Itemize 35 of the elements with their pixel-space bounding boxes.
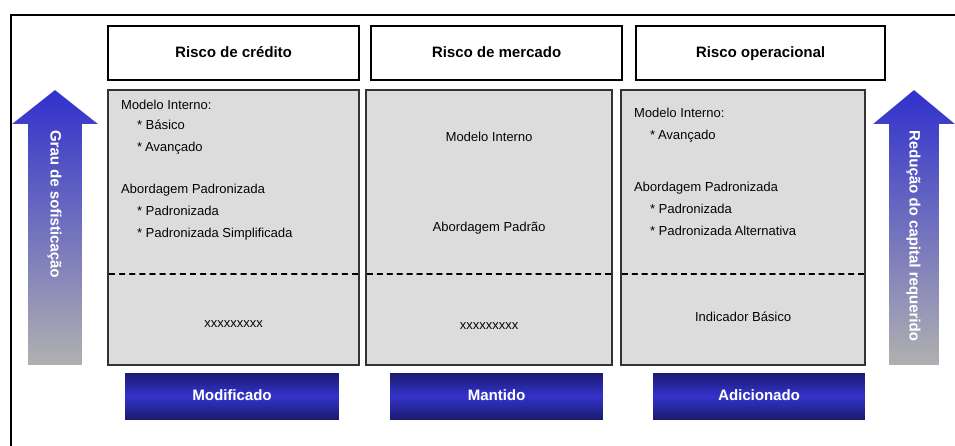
approach-panel <box>365 89 613 366</box>
header-box <box>370 25 623 81</box>
approach-text: Modelo Interno: <box>634 105 724 121</box>
header-text: Risco operacional <box>696 42 826 63</box>
header-text: Risco de crédito <box>175 42 292 63</box>
approach-text: Modelo Interno <box>444 129 534 145</box>
approach-text: * Padronizada Alternativa <box>650 223 796 239</box>
badge-text: Adicionado <box>718 386 800 406</box>
arrow-label: Redução do capital requerido <box>906 130 922 341</box>
approach-text: * Padronizada Simplificada <box>137 225 292 241</box>
approach-panel <box>620 89 866 366</box>
header-box <box>107 25 360 81</box>
approach-text: * Padronizada <box>137 203 219 219</box>
approach-text: * Avançado <box>650 127 716 143</box>
approach-text: xxxxxxxxx <box>203 315 264 331</box>
up-arrow <box>12 90 98 365</box>
approach-panel <box>107 89 360 366</box>
up-arrow <box>873 90 955 365</box>
approach-text: Abordagem Padronizada <box>634 179 778 195</box>
status-badge <box>390 373 603 420</box>
badge-text: Mantido <box>468 386 526 406</box>
approach-text: Abordagem Padrão <box>432 219 546 235</box>
approach-text: Modelo Interno: <box>121 97 212 113</box>
header-text: Risco de mercado <box>432 42 562 63</box>
approach-text: * Avançado <box>137 139 203 155</box>
approach-text: Abordagem Padronizada <box>121 181 265 197</box>
status-badge <box>653 373 865 420</box>
header-box <box>635 25 886 81</box>
approach-text: * Básico <box>137 117 185 133</box>
badge-text: Modificado <box>192 386 272 406</box>
status-badge <box>125 373 339 420</box>
approach-text: Indicador Básico <box>694 309 792 325</box>
arrow-label: Grau de sofisticação <box>46 130 64 278</box>
approach-text: * Padronizada <box>650 201 732 217</box>
approach-text: xxxxxxxxx <box>458 317 520 333</box>
